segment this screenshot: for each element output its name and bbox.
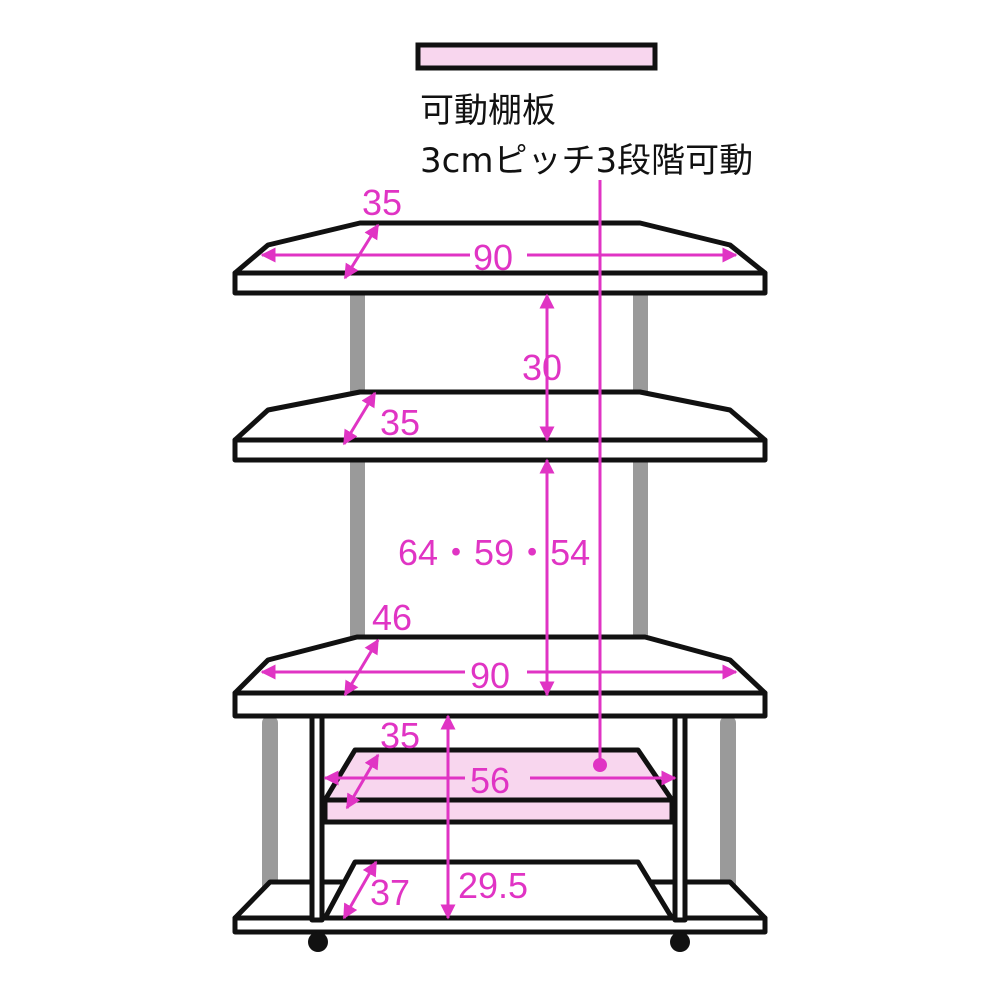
caption-title: 可動棚板 — [420, 91, 556, 131]
label-bottom-height: 29.5 — [458, 865, 528, 906]
movable-shelf-swatch — [415, 42, 658, 71]
label-counter-width: 90 — [470, 655, 510, 696]
label-middle-depth: 35 — [380, 402, 420, 443]
caster-left — [308, 932, 328, 952]
inner-frame — [309, 713, 688, 923]
label-middle-gap: 64・59・54 — [398, 532, 590, 573]
label-counter-depth: 46 — [372, 597, 412, 638]
label-top-gap: 30 — [522, 347, 562, 388]
label-top-depth: 35 — [362, 182, 402, 223]
middle-shelf — [232, 389, 768, 463]
caption-subtitle: 3cmピッチ3段階可動 — [420, 141, 753, 181]
label-inner-shelf-depth: 35 — [380, 715, 420, 756]
posts — [262, 293, 736, 908]
label-inner-shelf-width: 56 — [470, 760, 510, 801]
dimension-lines — [260, 180, 738, 920]
caster-right — [670, 932, 690, 952]
label-top-width: 90 — [473, 237, 513, 278]
label-bottom-depth: 37 — [370, 872, 410, 913]
